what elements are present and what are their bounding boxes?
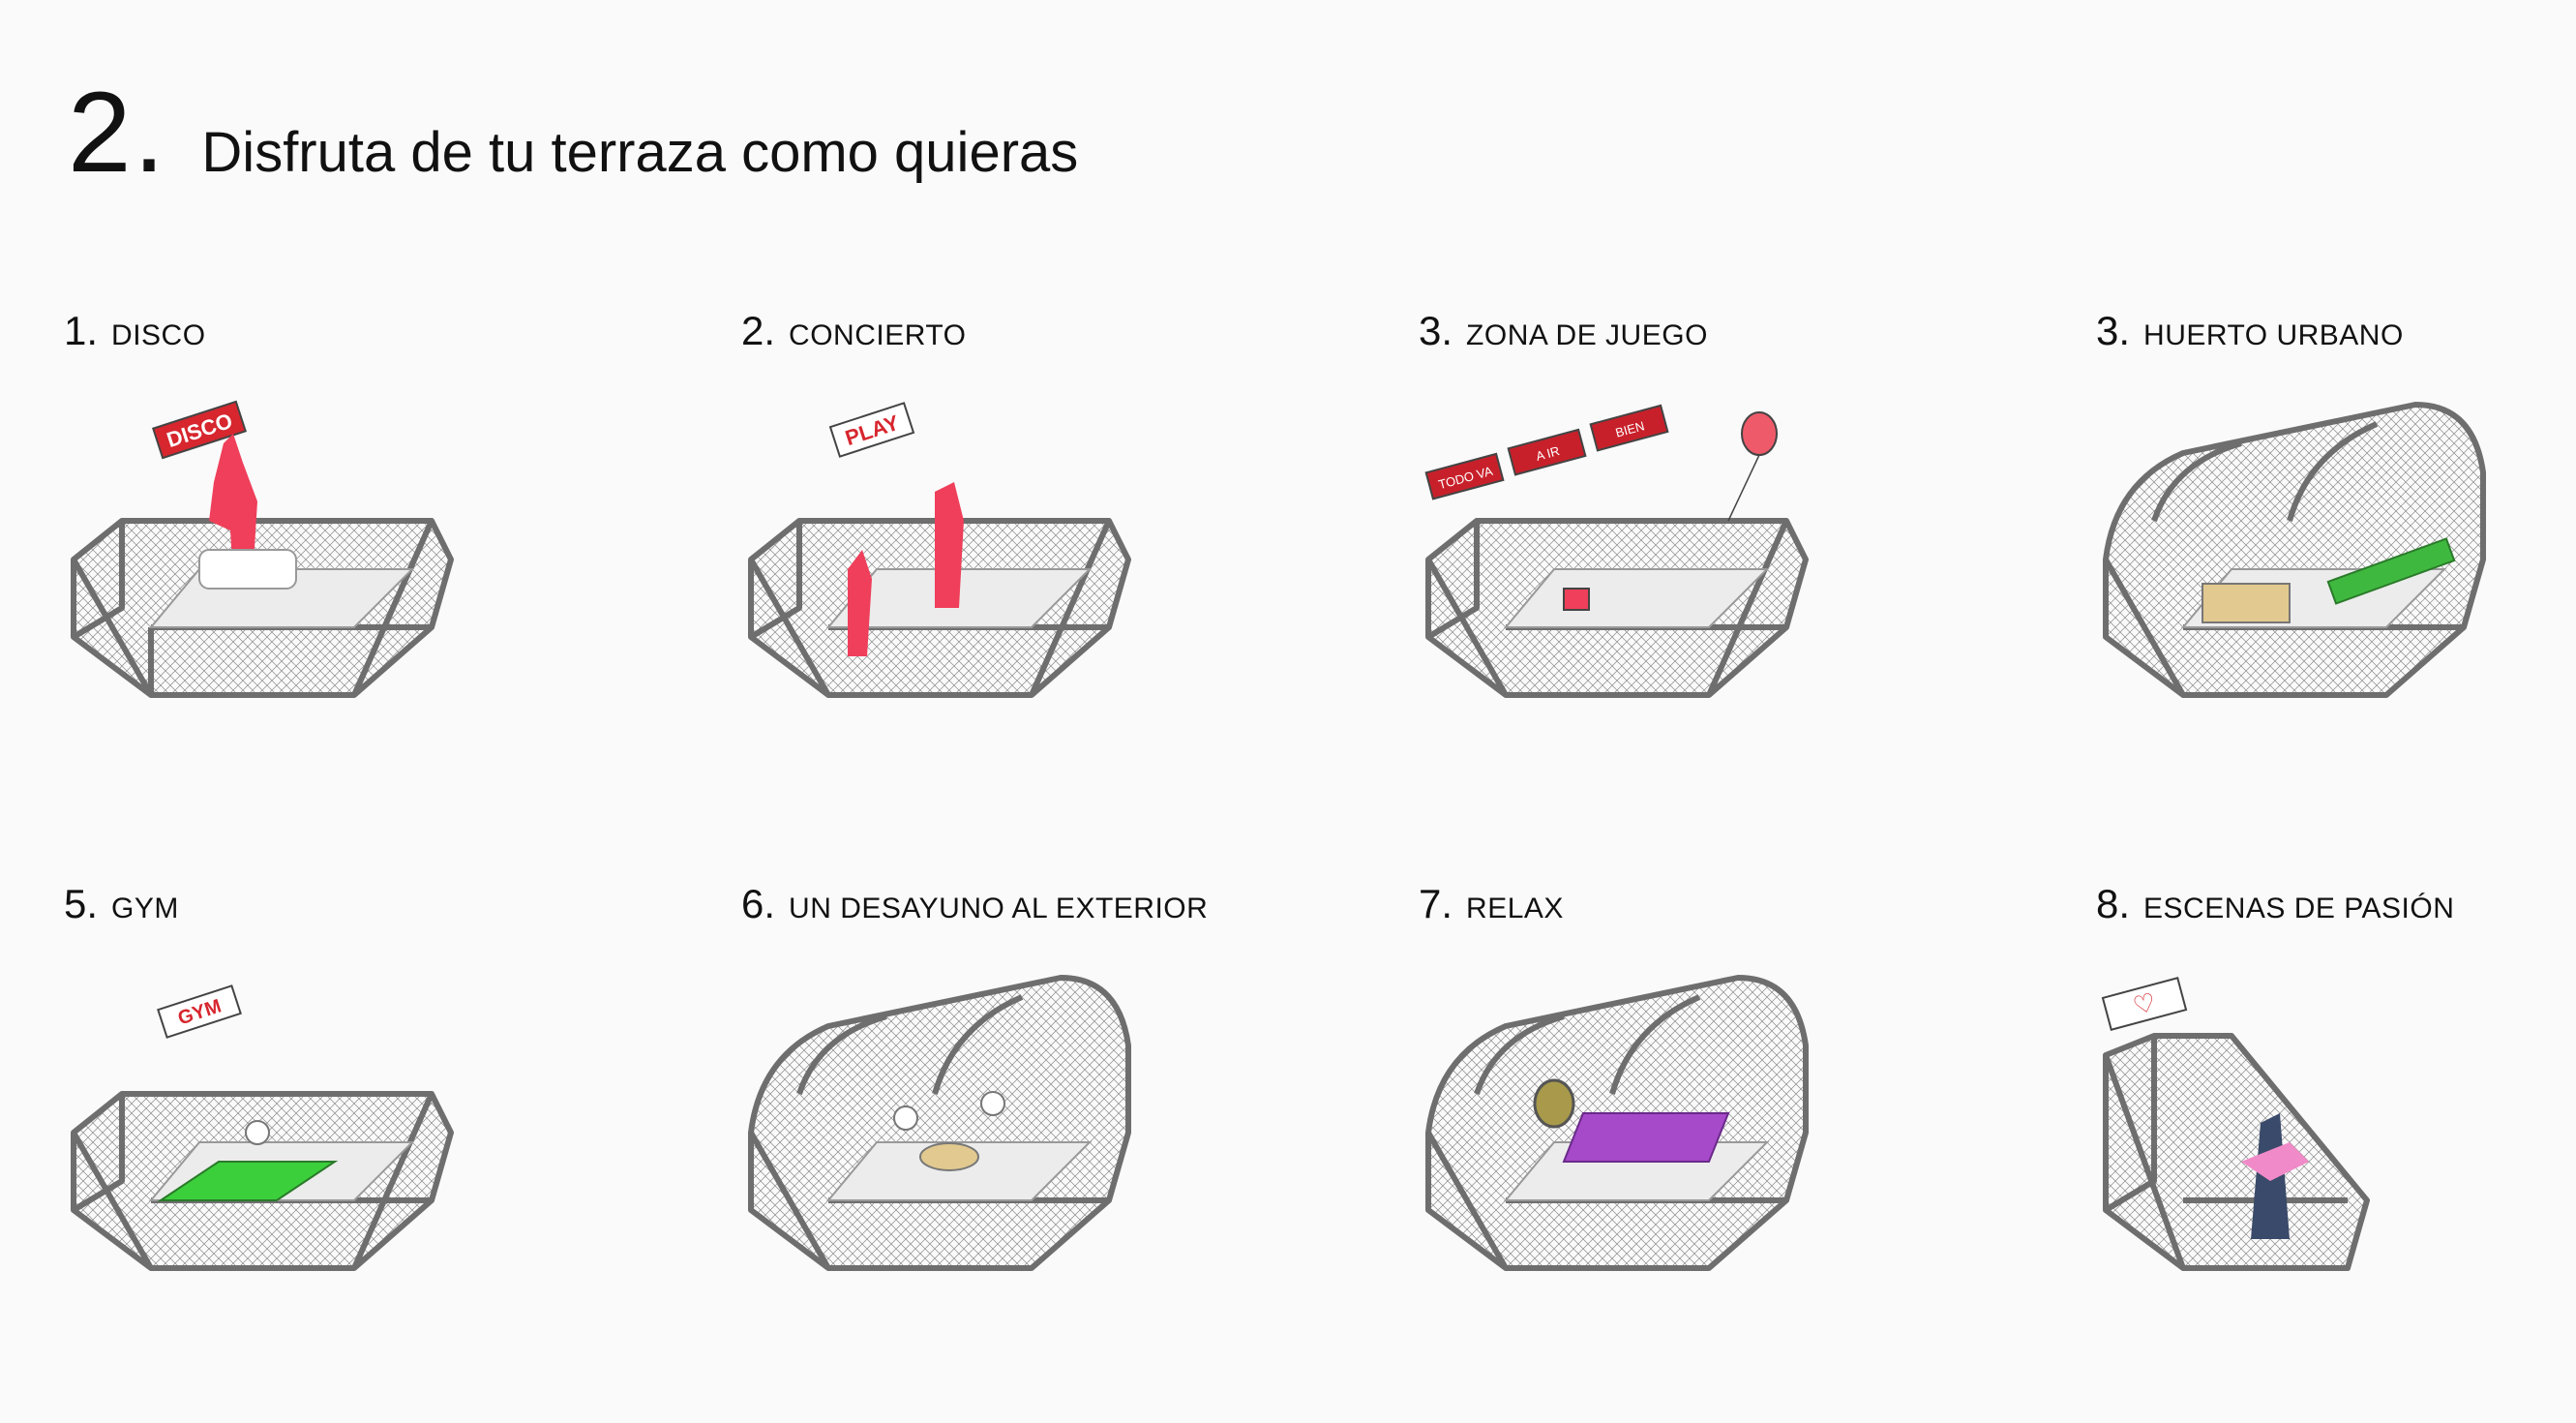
gong-icon [1533,1078,1575,1129]
sign-text-2: A IR [1535,443,1562,464]
module-label: 6. UN DESAYUNO AL EXTERIOR [741,881,1208,927]
module-title: ZONA DE JUEGO [1466,319,1708,351]
musician-figure [848,550,872,656]
terrace-module-illustration: ♡ [2101,977,2370,1271]
module-number: 8. [2096,881,2131,926]
module-number: 3. [1419,308,1453,353]
violinist-figure [935,482,964,608]
module-number: 6. [741,881,776,926]
module-title: GYM [111,893,179,924]
section-number: 2. [68,69,167,197]
module-disco: 1. DISCO DISCO [64,308,683,850]
relax-mat [1562,1112,1730,1163]
planter-box [2202,583,2291,623]
page-title: Disfruta de tu terraza como quieras [201,121,1079,184]
terrace-module-illustration: PLAY [748,402,1131,698]
module-label: 8. ESCENAS DE PASIÓN [2096,881,2454,927]
module-label: 7. RELAX [1419,881,1564,927]
page-header: 2. Disfruta de tu terraza como quieras [68,76,1078,190]
module-number: 2. [741,308,776,353]
module-title: RELAX [1466,893,1564,924]
module-title: HUERTO URBANO [2143,319,2404,351]
module-label: 2. CONCIERTO [741,308,966,354]
terrace-module-illustration: GYM [71,984,454,1271]
module-number: 5. [64,881,99,926]
module-huerto-urbano: 3. HUERTO URBANO [2096,308,2576,850]
module-number: 7. [1419,881,1453,926]
todo-va-a-ir-bien-signs: TODO VA A IR BIEN [1424,404,1669,500]
module-zona-de-juego: 3. ZONA DE JUEGO TODO VA A IR BIEN [1419,308,2038,850]
dj-booth [198,549,297,590]
module-relax: 7. RELAX [1419,881,2038,1423]
yoga-figure [245,1120,270,1145]
plant-bed [2326,537,2456,605]
module-label: 5. GYM [64,881,179,927]
toy-box [1563,588,1590,611]
module-number: 3. [2096,308,2131,353]
module-title: UN DESAYUNO AL EXTERIOR [789,893,1209,924]
terrace-module-illustration [2103,402,2486,698]
balloon [1741,411,1778,456]
terrace-module-illustration [748,975,1131,1271]
terrace-module-illustration: TODO VA A IR BIEN [1424,404,1809,698]
play-sign: PLAY [828,402,915,458]
module-title: DISCO [111,319,206,351]
yoga-mat [157,1161,339,1201]
dancer-figure [2241,1142,2309,1181]
module-concierto: 2. CONCIERTO PLAY [741,308,1361,850]
terrace-module-illustration [1425,975,1809,1271]
module-escenas-de-pasion: 8. ESCENAS DE PASIÓN ♡ [2096,881,2576,1423]
module-gym: 5. GYM GYM [64,881,683,1423]
gym-sign: GYM [157,984,242,1039]
module-label: 1. DISCO [64,308,206,354]
module-number: 1. [64,308,99,353]
terrace-module-illustration: DISCO [71,400,454,698]
person-figure [980,1091,1005,1116]
module-desayuno-exterior: 6. UN DESAYUNO AL EXTERIOR [741,881,1361,1423]
person-figure [893,1105,918,1131]
breakfast-table [919,1142,979,1171]
dj-figure [209,434,257,579]
module-label: 3. ZONA DE JUEGO [1419,308,1708,354]
heart-sign: ♡ [2101,977,2188,1031]
module-title: ESCENAS DE PASIÓN [2143,893,2455,924]
module-label: 3. HUERTO URBANO [2096,308,2404,354]
module-title: CONCIERTO [789,319,967,351]
